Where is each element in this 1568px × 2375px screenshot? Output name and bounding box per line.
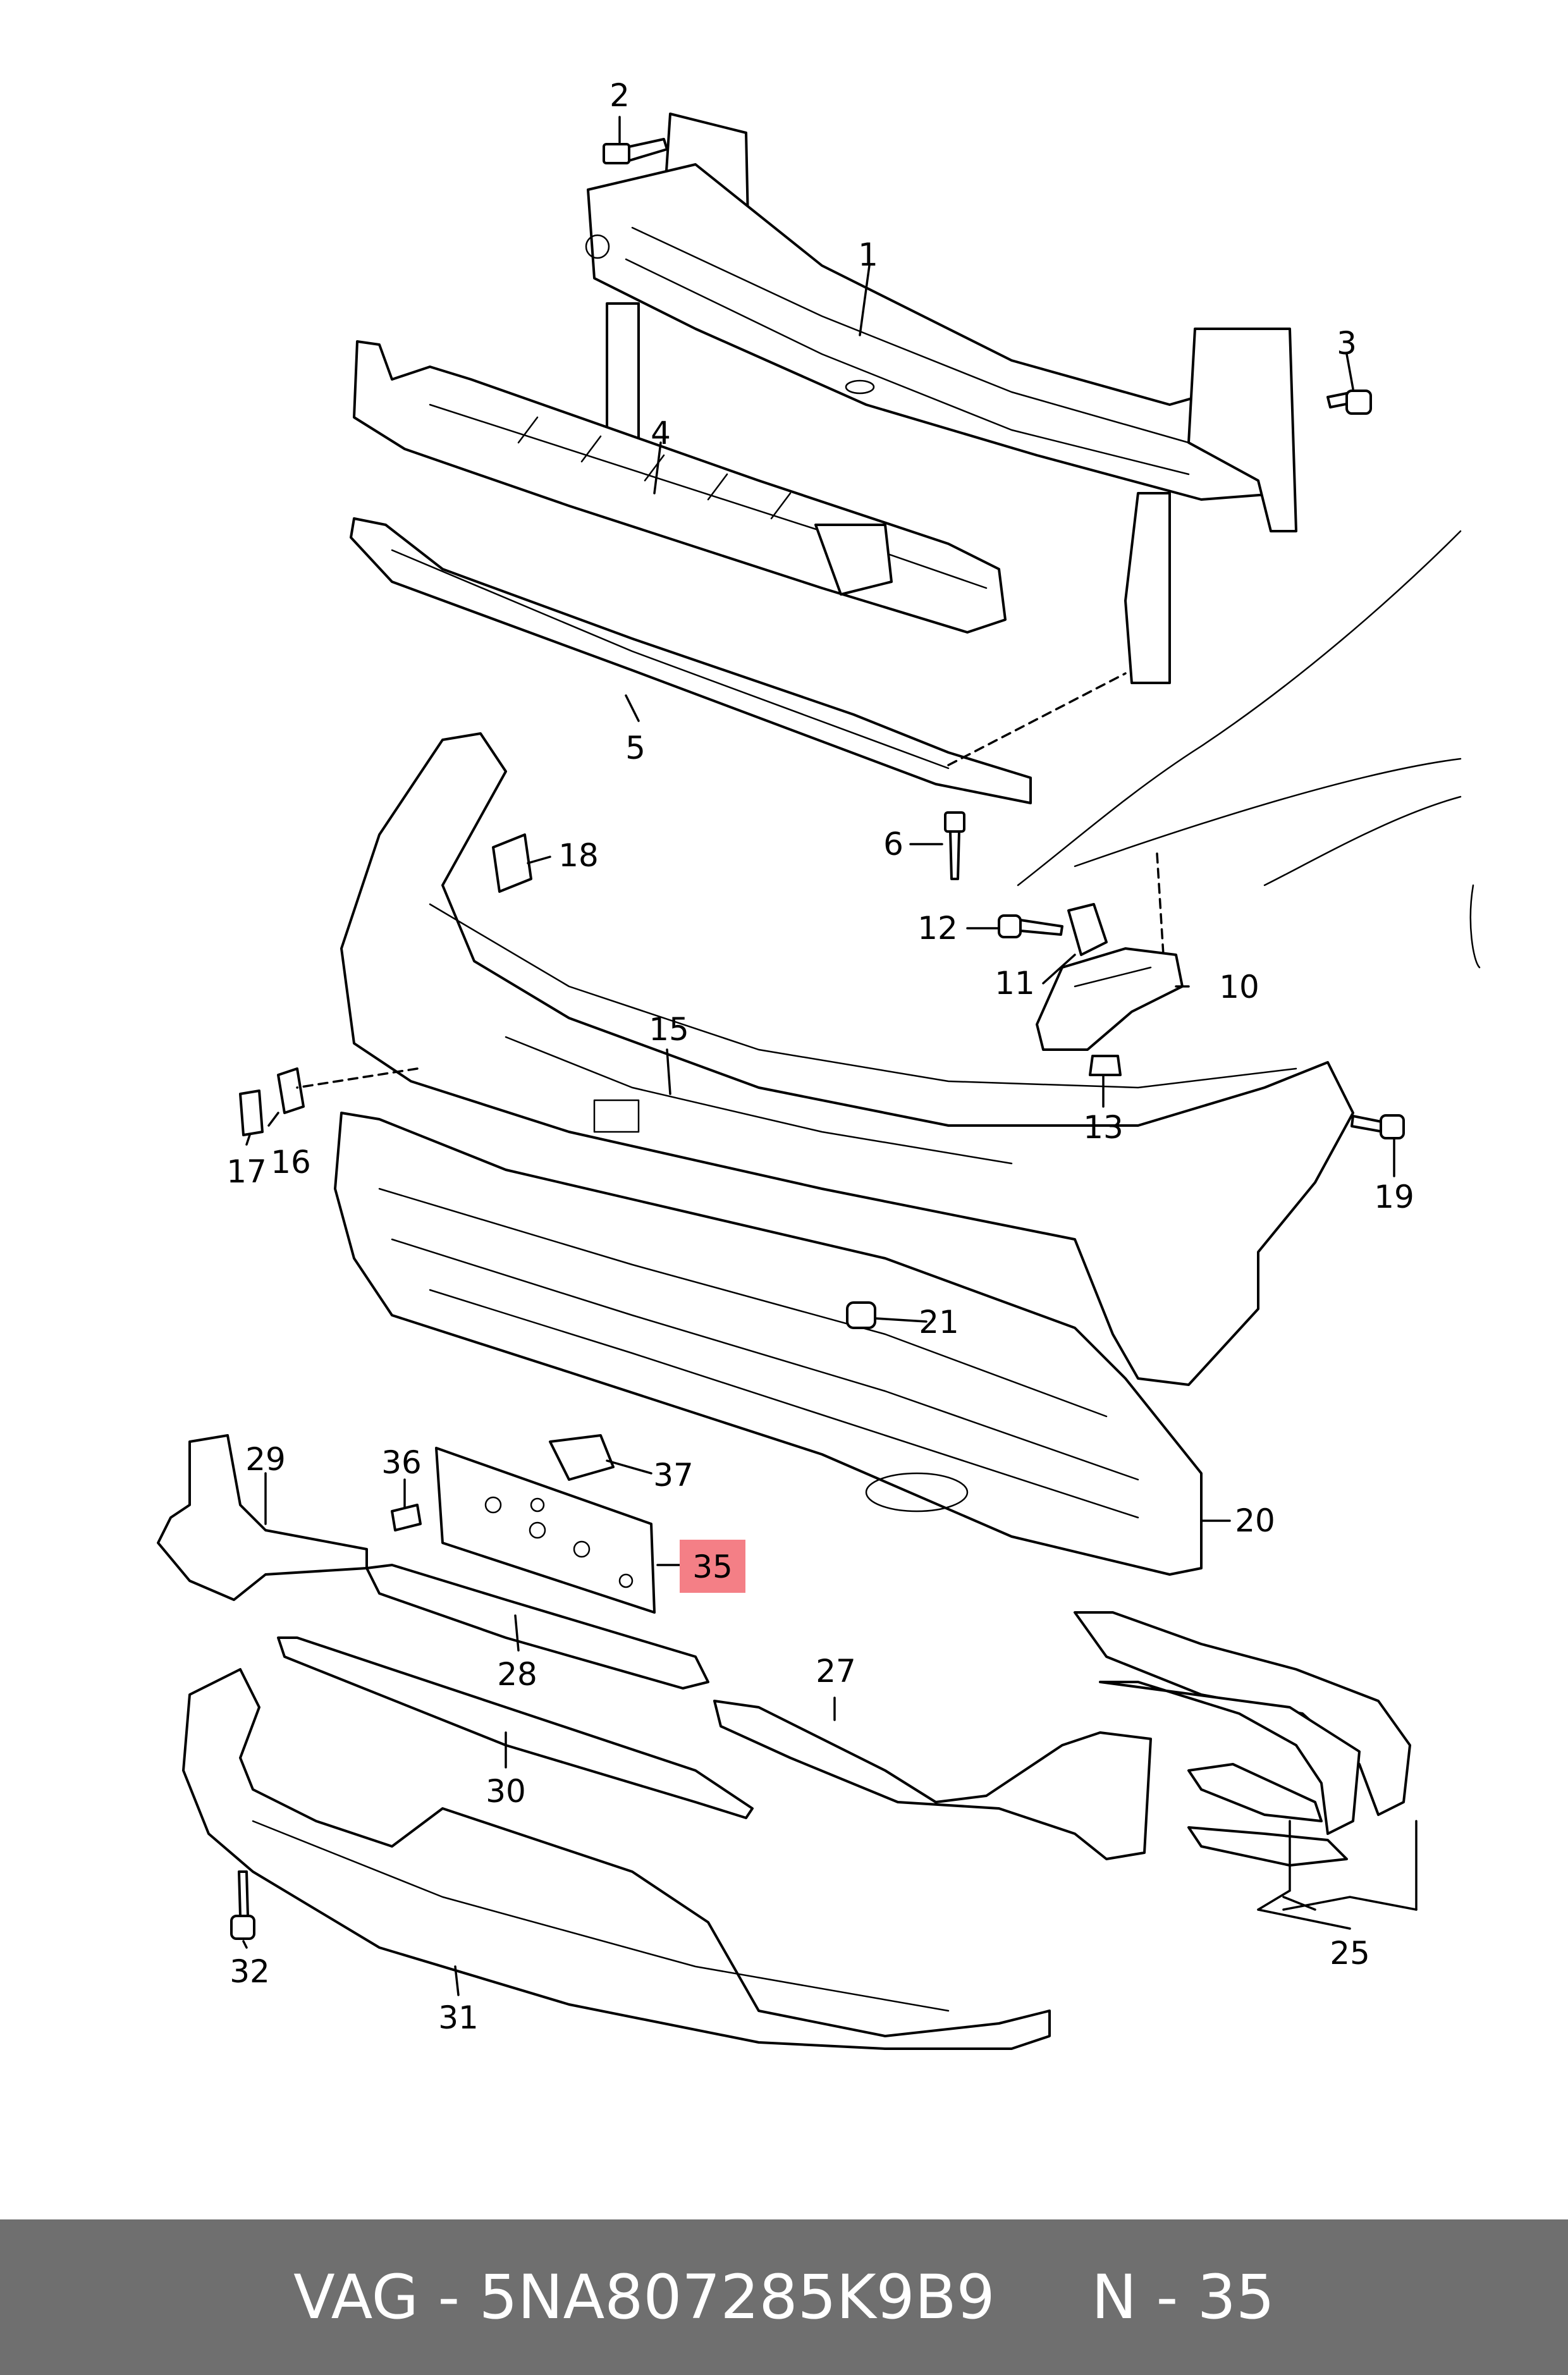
part-35-license-plate-bracket — [435, 1447, 656, 1614]
footer-position: 35 — [1197, 2262, 1275, 2333]
callout-25: 25 — [1330, 1935, 1370, 1972]
part-16-plug — [277, 1067, 305, 1114]
callout-1: 1 — [858, 236, 878, 273]
part-36-clip — [391, 1504, 422, 1531]
footer-part-number: 5NA807285K9B9 — [479, 2262, 995, 2333]
callout-19: 19 — [1374, 1179, 1414, 1215]
part-32-bolt — [230, 1870, 255, 1940]
callout-17: 17 — [226, 1153, 267, 1190]
footer-position-prefix: N - — [1091, 2262, 1197, 2333]
footer-spacer — [995, 2262, 1092, 2333]
part-12-bolt — [998, 914, 1063, 938]
callout-35-highlight — [680, 1540, 745, 1593]
callout-11: 11 — [995, 965, 1035, 1002]
part-10-bracket — [1036, 947, 1184, 1051]
part-18-bracket — [492, 833, 532, 893]
callout-5: 5 — [625, 730, 646, 766]
footer-brand: VAG — [293, 2262, 419, 2333]
callout-13: 13 — [1083, 1109, 1124, 1146]
part-5-reinforcement-strip — [350, 517, 1032, 804]
callout-10: 10 — [1219, 969, 1259, 1005]
callout-12: 12 — [917, 910, 958, 947]
fender-outline — [1017, 530, 1481, 969]
callout-labels: 1 2 3 4 5 6 10 11 12 13 15 16 17 18 19 2… — [226, 77, 1414, 2036]
part-1-bumper-carrier — [585, 113, 1297, 684]
part-19-bolt — [1351, 1114, 1405, 1139]
part-28-trim-strip — [365, 1564, 709, 1690]
part-21-clip — [846, 1301, 876, 1329]
part-15-bumper-cover — [340, 732, 1354, 1386]
callout-3: 3 — [1337, 325, 1357, 362]
callout-37: 37 — [653, 1457, 694, 1494]
callout-32: 32 — [230, 1953, 270, 1990]
callout-16: 16 — [271, 1144, 311, 1181]
callout-4: 4 — [651, 415, 671, 451]
part-20-lower-grille — [334, 1112, 1203, 1576]
callout-2: 2 — [609, 77, 630, 114]
parts-diagram: 1 2 3 4 5 6 10 11 12 13 15 16 17 18 19 2… — [157, 77, 1481, 2050]
callout-15: 15 — [649, 1011, 689, 1048]
callout-30: 30 — [486, 1773, 526, 1810]
part-29-side-trim — [157, 1434, 368, 1601]
footer-separator: - — [419, 2262, 479, 2333]
part-11-clip — [1067, 903, 1108, 956]
callout-21: 21 — [919, 1304, 959, 1341]
part-25-trim-set — [1074, 1611, 1411, 1867]
callout-35: 35 — [692, 1549, 733, 1585]
callout-20: 20 — [1235, 1502, 1275, 1539]
part-17-cap — [239, 1089, 264, 1136]
callout-18: 18 — [558, 837, 599, 874]
part-2-bolt — [603, 138, 668, 164]
part-37-holder — [549, 1434, 615, 1481]
callout-27: 27 — [816, 1653, 856, 1690]
callout-29: 29 — [245, 1441, 286, 1478]
callout-6: 6 — [883, 826, 903, 862]
part-3-bolt — [1326, 390, 1372, 415]
part-31-spoiler — [182, 1668, 1051, 2050]
part-6-bolt — [944, 811, 965, 880]
part-30-moulding-strip — [277, 1636, 754, 1819]
part-13-clip — [1089, 1055, 1122, 1076]
part-info-footer: VAG - 5NA807285K9B9 N - 35 — [0, 2219, 1568, 2375]
leader-lines — [242, 116, 1418, 1996]
callout-31: 31 — [438, 1999, 479, 2036]
callout-28: 28 — [497, 1656, 537, 1693]
part-27-trim-panel — [713, 1700, 1152, 1860]
callout-36: 36 — [381, 1444, 422, 1481]
part-4-energy-absorber — [353, 340, 1007, 634]
